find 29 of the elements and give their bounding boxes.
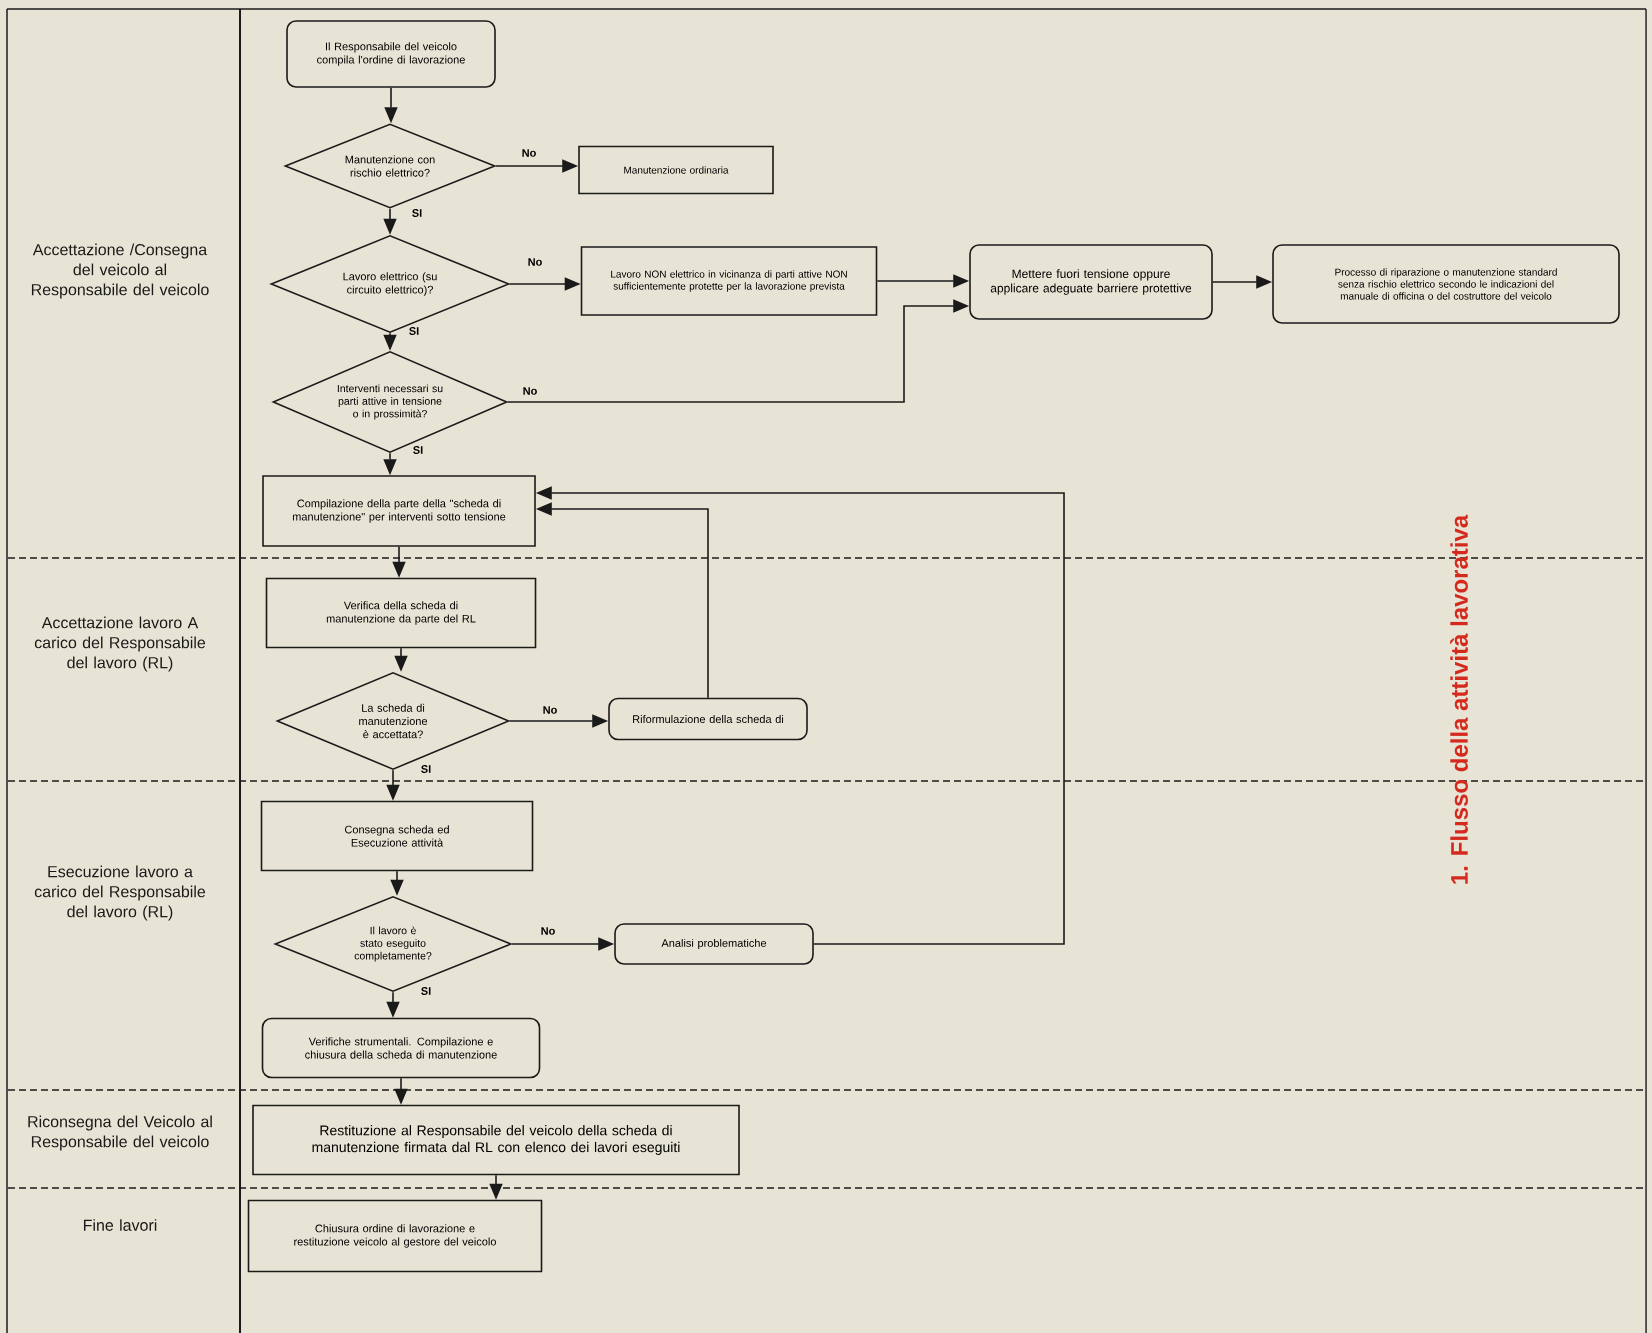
process-box: Verifica della scheda di manutenzione da parte del RL bbox=[265, 577, 537, 649]
edge-label: SI bbox=[411, 445, 425, 455]
edge-label: SI bbox=[419, 986, 433, 996]
edge-label: No bbox=[541, 705, 559, 715]
edge-label: No bbox=[520, 148, 538, 158]
rounded-box: Processo di riparazione o manutenzione standard senza rischio elettrico secondo le indicazioni del manuale di officina o del costruttore del veicolo bbox=[1272, 244, 1620, 324]
edge-label: SI bbox=[410, 208, 424, 218]
edge-label: No bbox=[521, 386, 539, 396]
rounded-box: Verifiche strumentali. Compilazione e chiusura della scheda di manutenzione bbox=[261, 1017, 541, 1079]
process-box: Manutenzione ordinaria bbox=[578, 145, 774, 195]
lane-label: Accettazione /Consegna del veicolo al Responsabile del veicolo bbox=[31, 243, 209, 299]
process-box: Restituzione al Responsabile del veicolo della scheda di manutenzione firmata dal RL con elenco dei lavori eseguiti bbox=[252, 1104, 740, 1176]
edge-label: No bbox=[539, 926, 557, 936]
lane-label: Riconsegna del Veicolo al Responsabile del veicolo bbox=[28, 1115, 212, 1151]
lane-label: Esecuzione lavoro a carico del Responsabile del lavoro (RL) bbox=[34, 865, 206, 921]
rounded-box: Analisi problematiche bbox=[614, 923, 814, 965]
rounded-box: Il Responsabile del veicolo compila l'ordine di lavorazione bbox=[286, 20, 496, 88]
process-box: Consegna scheda ed Esecuzione attività bbox=[260, 800, 534, 872]
rounded-box: Riformulazione della scheda di bbox=[608, 697, 808, 741]
process-box: Compilazione della parte della "scheda di manutenzione" per interventi sotto tensione bbox=[262, 475, 536, 547]
lane-label: Accettazione lavoro A carico del Responsabile del lavoro (RL) bbox=[34, 616, 206, 672]
lane-label: Fine lavori bbox=[84, 1219, 157, 1231]
heading: 1. Flusso della attività lavorativa bbox=[1450, 514, 1468, 884]
edge-label: SI bbox=[407, 326, 421, 336]
rounded-box: Mettere fuori tensione oppure applicare adeguate barriere protettive bbox=[969, 244, 1213, 320]
edge-label: No bbox=[526, 257, 544, 267]
process-box: Lavoro NON elettrico in vicinanza di parti attive NON sufficientemente protette per la lavorazione prevista bbox=[580, 246, 878, 316]
edge-label: SI bbox=[419, 764, 433, 774]
process-box: Chiusura ordine di lavorazione e restituzione veicolo al gestore del veicolo bbox=[247, 1199, 543, 1273]
